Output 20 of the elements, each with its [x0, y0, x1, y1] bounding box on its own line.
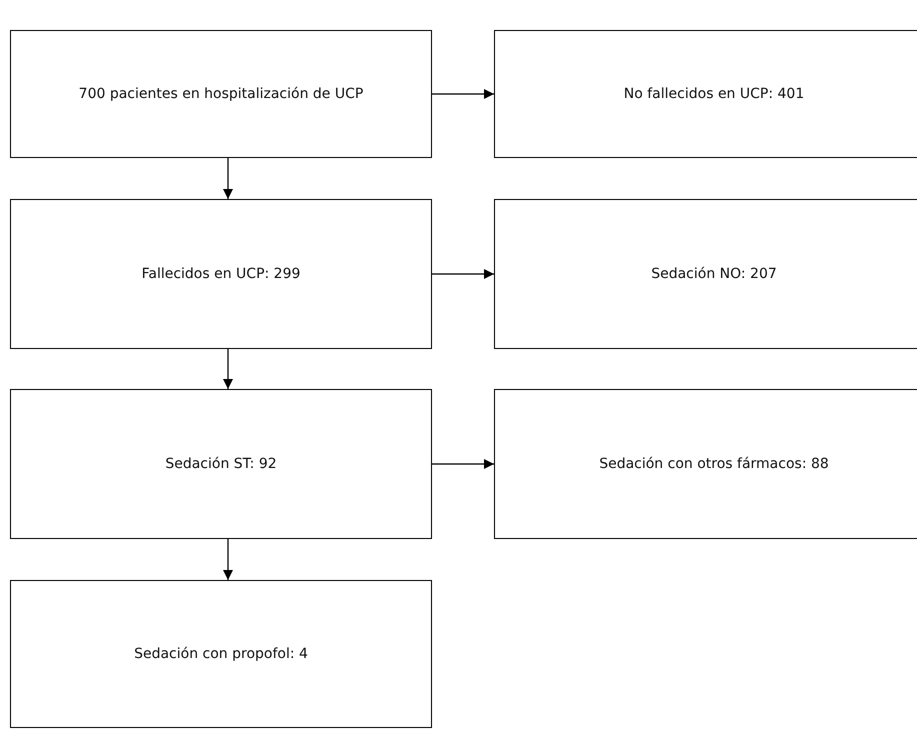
arrow [432, 269, 494, 279]
arrow [432, 459, 494, 469]
arrow [223, 158, 233, 199]
arrow [223, 349, 233, 389]
box-text: 700 pacientes en hospitalización de UCP [78, 86, 364, 102]
process-box [494, 389, 917, 539]
process-box [10, 389, 432, 539]
process-box [10, 30, 432, 158]
process-box [494, 30, 917, 158]
box-text: Sedación ST: 92 [165, 456, 277, 472]
process-box [494, 199, 917, 349]
box-text: Sedación NO: 207 [651, 266, 777, 282]
arrow [223, 539, 233, 580]
arrow [432, 89, 494, 99]
box-text: Sedación con propofol: 4 [134, 646, 308, 662]
box-text: Fallecidos en UCP: 299 [142, 266, 300, 282]
box-text: No fallecidos en UCP: 401 [624, 86, 804, 102]
box-text: Sedación con otros fármacos: 88 [599, 456, 829, 472]
process-box [10, 199, 432, 349]
process-box [10, 580, 432, 728]
